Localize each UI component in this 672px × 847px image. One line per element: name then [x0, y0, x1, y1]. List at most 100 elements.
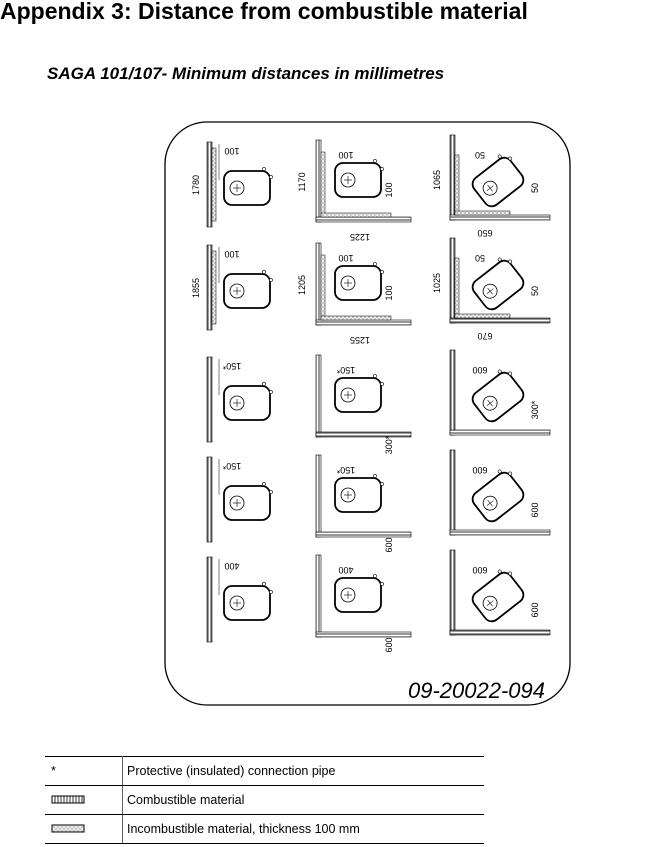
incombustible-wall: [320, 151, 326, 218]
stove: [223, 270, 273, 309]
dimension-top: 600: [472, 465, 487, 475]
stove: [223, 582, 273, 621]
stove: [471, 257, 525, 311]
dimension-top: 150*: [222, 361, 241, 371]
legend-table: * Protective (insulated) connection pipe…: [45, 756, 484, 844]
page-title: Appendix 3: Distance from combustible ma…: [0, 0, 528, 24]
stove: [334, 474, 384, 513]
combustible-wall: [206, 556, 213, 643]
dimension-top: 50: [475, 150, 485, 160]
combustible-floor: [449, 429, 551, 436]
incombustible-floor: [454, 313, 511, 319]
legend-text: Combustible material: [122, 785, 484, 815]
legend-row: Incombustible material, thickness 100 mm: [45, 814, 484, 844]
combustible-wall: [315, 354, 322, 438]
dimension-bottom: 1255: [350, 335, 370, 345]
combustible-wall: [449, 349, 456, 436]
dimension-left: 1205: [297, 275, 307, 295]
dimension-right: 100: [384, 182, 394, 197]
combustible-floor: [315, 631, 412, 638]
stove: [471, 154, 525, 208]
combustible-floor: [315, 216, 412, 223]
combustible-wall: [449, 134, 456, 221]
dimension-right: 600: [384, 637, 394, 652]
dimension-bottom: 650: [477, 228, 492, 238]
dimension-top: 150*: [336, 365, 355, 375]
incombustible-floor: [454, 210, 511, 216]
dimension-top: 150*: [222, 461, 241, 471]
combustible-wall: [315, 454, 322, 538]
stove: [471, 569, 525, 623]
dimension-right: 50: [530, 286, 540, 296]
incombustible-wall: [454, 154, 460, 216]
stove: [223, 382, 273, 421]
dimension-top: 100: [338, 253, 353, 263]
stove: [223, 482, 273, 521]
dimension-right: 300*: [530, 400, 540, 419]
legend-text: Incombustible material, thickness 100 mm: [122, 814, 484, 844]
dimension-top: 400: [338, 565, 353, 575]
dimension-bottom: 670: [477, 331, 492, 341]
incombustible-floor: [320, 315, 392, 321]
combustible-floor: [315, 531, 412, 538]
combustible-wall: [206, 141, 213, 228]
dimension-right: 100: [384, 285, 394, 300]
combustible-floor: [449, 529, 551, 536]
combustible-wall: [315, 242, 322, 326]
section-subtitle: SAGA 101/107- Minimum distances in milli…: [47, 64, 445, 83]
dimension-top: 150*: [336, 465, 355, 475]
dimension-left: 1025: [432, 273, 442, 293]
stove: [471, 469, 525, 523]
combustible-wall: [315, 139, 322, 223]
dimension-top: 50: [475, 253, 485, 263]
diagram-frame: [164, 121, 571, 706]
dimension-right: 300*: [384, 435, 394, 454]
incombustible-wall: [454, 257, 460, 319]
dimension-left: 1855: [191, 278, 201, 298]
stove: [334, 374, 384, 413]
incombustible-wall: [320, 254, 326, 321]
combustible-wall: [206, 456, 213, 543]
dimension-top: 400: [224, 561, 239, 571]
incombustible-wall: [211, 250, 217, 325]
combustible-hatch-icon: [51, 795, 85, 804]
combustible-wall: [449, 449, 456, 536]
stove: [334, 574, 384, 613]
combustible-wall: [449, 237, 456, 324]
dimension-right: 600: [530, 602, 540, 617]
incombustible-wall: [211, 147, 217, 222]
stove: [334, 262, 384, 301]
drawing-code: 09-20022-094: [408, 678, 545, 703]
combustible-floor: [449, 629, 551, 636]
legend-row: * Protective (insulated) connection pipe: [45, 756, 484, 786]
dimension-top: 600: [472, 565, 487, 575]
distance-diagram: 100 1780 100 100 1170 1225 50 50 1065 650 100 1855 1…: [164, 121, 571, 706]
dimension-top: 100: [338, 150, 353, 160]
dimension-right: 600: [530, 502, 540, 517]
combustible-wall: [206, 244, 213, 331]
dimension-right: 50: [530, 183, 540, 193]
stove: [334, 159, 384, 198]
dimension-top: 600: [472, 365, 487, 375]
combustible-floor: [315, 431, 412, 438]
stove: [471, 369, 525, 423]
combustible-wall: [206, 356, 213, 443]
incombustible-hatch-icon: [51, 824, 85, 833]
dimension-left: 1065: [432, 170, 442, 190]
dimension-bottom: 1225: [350, 232, 370, 242]
dimension-right: 600: [384, 537, 394, 552]
dimension-top: 100: [224, 146, 239, 156]
legend-text: Protective (insulated) connection pipe: [122, 756, 484, 786]
combustible-floor: [449, 214, 551, 221]
legend-row: Combustible material: [45, 785, 484, 815]
dimension-left: 1170: [297, 172, 307, 191]
combustible-floor: [449, 317, 551, 324]
combustible-wall: [315, 554, 322, 638]
dimension-left: 1780: [191, 175, 201, 195]
combustible-floor: [315, 319, 412, 326]
asterisk-icon: *: [45, 756, 123, 786]
combustible-wall: [449, 549, 456, 636]
dimension-top: 100: [224, 249, 239, 259]
stove: [223, 167, 273, 206]
incombustible-floor: [320, 212, 392, 218]
